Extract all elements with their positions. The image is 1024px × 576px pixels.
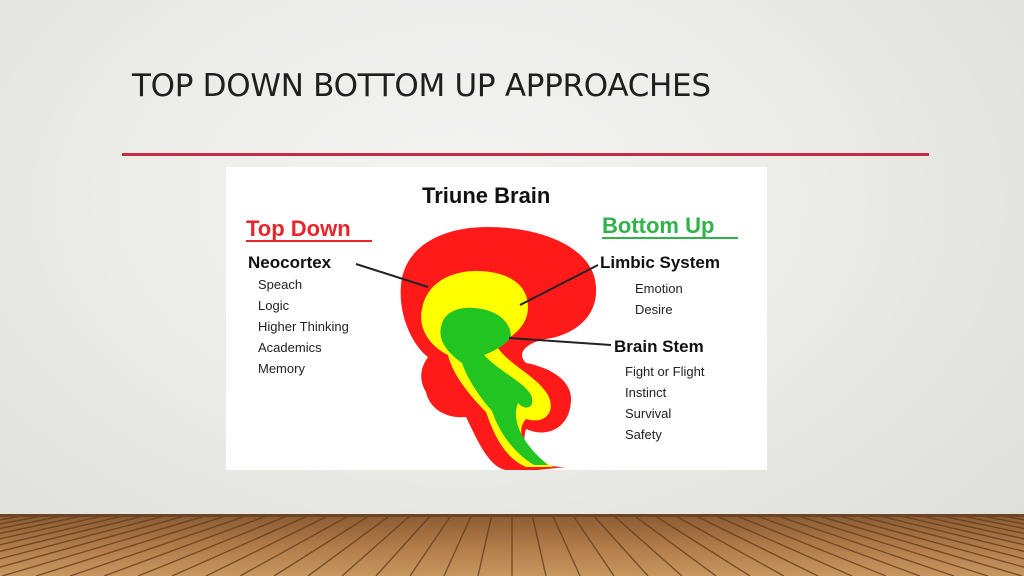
limbic-pointer xyxy=(519,264,599,306)
plank-seam xyxy=(0,514,153,553)
plank-seam xyxy=(711,514,853,576)
plank-seam xyxy=(731,514,887,576)
triune-brain-figure: Triune Brain Top Down Neocortex Speach L… xyxy=(226,167,767,470)
top-down-underline xyxy=(246,240,372,242)
plank-seam xyxy=(831,514,1024,568)
plank-seam xyxy=(891,514,1024,546)
plank-seam xyxy=(631,514,717,576)
plank-seam xyxy=(871,514,1024,553)
plank-seam xyxy=(69,514,253,576)
plank-seam xyxy=(671,514,785,576)
plank-seam xyxy=(0,514,173,560)
brain-stem-item: Safety xyxy=(625,427,662,442)
plank-seam xyxy=(137,514,293,576)
plank-seam xyxy=(611,514,683,576)
plank-seam xyxy=(0,514,133,546)
plank-seam xyxy=(443,514,473,576)
plank-seam xyxy=(0,514,73,530)
plank-seam xyxy=(591,514,649,576)
slide-title: TOP DOWN BOTTOM UP APPROACHES xyxy=(132,68,711,104)
plank-seam xyxy=(477,514,493,576)
diagram-title: Triune Brain xyxy=(422,183,550,208)
top-down-item: Higher Thinking xyxy=(258,319,349,334)
plank-seam xyxy=(931,514,1024,535)
plank-seam xyxy=(551,514,581,576)
bottom-up-heading: Bottom Up xyxy=(602,213,714,238)
title-divider xyxy=(122,153,929,156)
triune-brain-diagram: Triune Brain Top Down Neocortex Speach L… xyxy=(246,183,738,470)
plank-seam xyxy=(771,514,955,576)
brain-stem-pointer xyxy=(508,337,612,346)
limbic-item: Desire xyxy=(635,302,673,317)
plank-seam xyxy=(0,514,93,535)
plank-seam xyxy=(811,514,1023,576)
neocortex-label: Neocortex xyxy=(248,253,332,272)
plank-seam xyxy=(35,514,233,576)
top-down-item: Logic xyxy=(258,298,290,313)
plank-seam xyxy=(171,514,313,576)
plank-seam xyxy=(651,514,751,576)
limbic-item: Emotion xyxy=(635,281,683,296)
plank-seam xyxy=(531,514,547,576)
plank-seam xyxy=(0,514,113,540)
plank-seam xyxy=(691,514,819,576)
brain-stem-item: Instinct xyxy=(625,385,667,400)
plank-seam xyxy=(1,514,213,576)
plank-seam xyxy=(0,514,193,568)
brain-stem-region xyxy=(440,307,548,465)
neocortex-pointer xyxy=(355,263,429,288)
plank-seam xyxy=(951,514,1024,530)
plank-seam xyxy=(307,514,393,576)
plank-seam xyxy=(751,514,921,576)
plank-seam xyxy=(409,514,453,576)
plank-seam xyxy=(571,514,615,576)
plank-seam xyxy=(239,514,353,576)
top-down-item: Academics xyxy=(258,340,322,355)
plank-seam xyxy=(103,514,273,576)
brain-stem-label: Brain Stem xyxy=(614,337,704,356)
plank-seam xyxy=(791,514,989,576)
plank-seam xyxy=(205,514,333,576)
brain-stem-item: Fight or Flight xyxy=(625,364,705,379)
brain-stem-item: Survival xyxy=(625,406,671,421)
top-down-heading: Top Down xyxy=(246,216,351,241)
limbic-system-label: Limbic System xyxy=(600,253,720,272)
bottom-up-underline xyxy=(602,237,738,239)
wood-floor xyxy=(0,514,1024,576)
top-down-item: Memory xyxy=(258,361,305,376)
plank-seam xyxy=(273,514,373,576)
plank-seam xyxy=(341,514,413,576)
plank-seam xyxy=(375,514,433,576)
plank-seam xyxy=(851,514,1024,560)
top-down-item: Speach xyxy=(258,277,302,292)
plank-seam xyxy=(911,514,1024,540)
